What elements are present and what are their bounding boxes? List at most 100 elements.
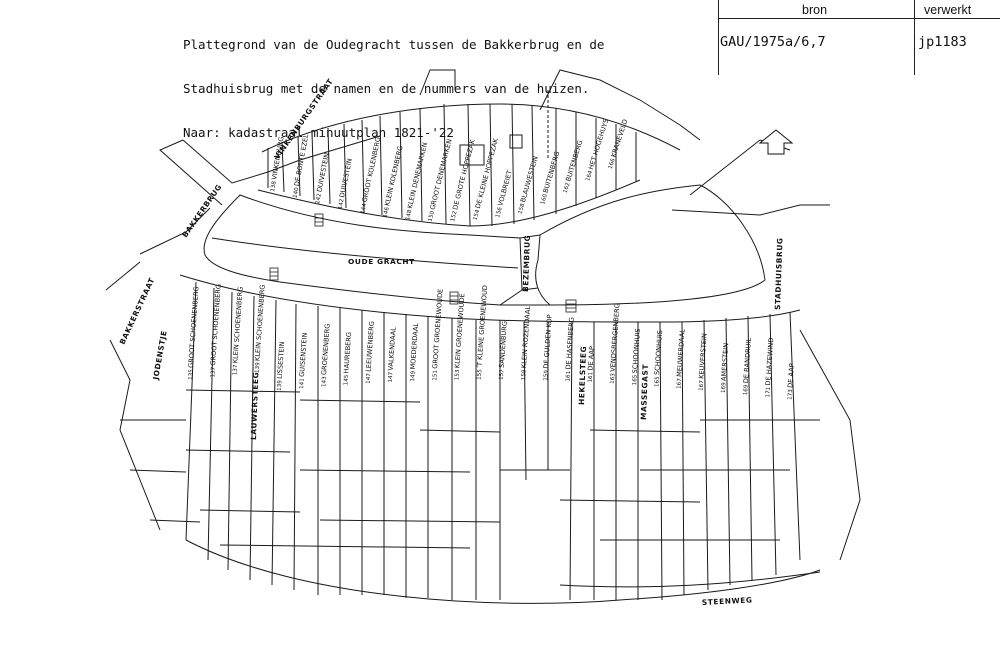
canal-west bbox=[203, 194, 523, 306]
quay-stairs bbox=[565, 299, 577, 313]
house-number: 167 bbox=[676, 378, 683, 390]
house-number: 145 bbox=[343, 374, 350, 386]
house-number: 143 bbox=[321, 376, 328, 388]
house-name: 'T KLEINE GROENEWOUD bbox=[475, 285, 489, 368]
house-number: 158 bbox=[518, 203, 527, 215]
quay-stairs bbox=[269, 267, 279, 281]
street-outline bbox=[419, 69, 456, 96]
house-name: DE GULDEN KOP bbox=[542, 314, 554, 369]
house-name: DE BONTE EZEL bbox=[293, 133, 311, 187]
street-oude-gracht: OUDE GRACHT bbox=[348, 257, 415, 266]
house-name: BLAUWESTEIN bbox=[519, 155, 540, 203]
south-cross-lines bbox=[120, 389, 820, 549]
verwerkt-value: jp1183 bbox=[918, 34, 967, 50]
house-number: 139 bbox=[255, 362, 262, 374]
house-name: KLEIN SCHOENENBERG bbox=[231, 287, 244, 364]
house-number: 162 bbox=[563, 182, 572, 194]
house-name: MEUWERDAAL bbox=[675, 329, 686, 378]
house-number: 137 bbox=[232, 364, 239, 376]
street-outline bbox=[182, 135, 381, 184]
house-name: SANDENBURG bbox=[498, 321, 509, 368]
house-number: 142 bbox=[315, 193, 323, 205]
quay-stairs bbox=[449, 291, 459, 305]
street-lauwersteeg: LAUWERSTEEG bbox=[249, 372, 260, 441]
house-name: GROOT KOLENBERG bbox=[361, 136, 383, 203]
house-name: GROENENBERG bbox=[320, 323, 332, 375]
street-outline bbox=[105, 261, 141, 291]
house-number: 166 bbox=[608, 157, 617, 169]
house-name: KLEIN ROZENDAAL bbox=[520, 305, 532, 368]
house-number: 173 bbox=[787, 389, 794, 401]
north-row-back bbox=[261, 103, 681, 153]
title-line-1: Plattegrond van de Oudegracht tussen de … bbox=[183, 37, 605, 53]
house-number: 154 bbox=[473, 209, 482, 221]
street-jodenstje: JODENSTJE bbox=[151, 330, 169, 382]
map-title: Plattegrond van de Oudegracht tussen de … bbox=[183, 9, 604, 155]
house-number: 153 bbox=[454, 369, 461, 381]
house-name: GROOT DENEMARKEN bbox=[429, 138, 454, 211]
street-outline bbox=[539, 69, 701, 141]
house-name: GROOT GROENEWOUDE bbox=[431, 289, 445, 369]
house-number: 157 bbox=[499, 369, 506, 381]
house-name: DUIVESTEIN bbox=[315, 152, 331, 193]
house-name: GROOT SCHOENENBERG bbox=[187, 286, 201, 368]
archive-reference-table: bron verwerkt GAU/1975a/6,7 jp1183 bbox=[718, 0, 1000, 75]
street-hekelsteeg: HEKELSTEEG bbox=[577, 346, 588, 406]
house-number: 149 bbox=[410, 370, 417, 382]
house-name: KEUVERSTEIN bbox=[697, 333, 708, 379]
courtyard bbox=[509, 134, 523, 149]
courtyard bbox=[459, 144, 485, 166]
house-number: 148 bbox=[405, 209, 413, 221]
back-boundary bbox=[185, 539, 821, 604]
house-name: GROOT SCHOENENBERG bbox=[209, 284, 223, 366]
table-divider bbox=[914, 0, 915, 75]
south-row-front bbox=[179, 274, 801, 323]
house-number: 160 bbox=[540, 193, 549, 205]
quay-stairs bbox=[314, 213, 324, 227]
house-name: DE KLEINE HOPPEZAK bbox=[474, 137, 500, 210]
house-name: DUIVESTEIN bbox=[338, 158, 354, 199]
canal-east bbox=[535, 184, 766, 306]
house-number: 171 bbox=[765, 386, 772, 398]
house-number: 137 bbox=[210, 366, 217, 378]
house-number: 161 bbox=[565, 370, 572, 382]
house-name: KLEIN DENEMARKEN bbox=[406, 142, 429, 210]
house-name: SCHOONHUIS bbox=[631, 328, 642, 373]
house-number: 142 bbox=[338, 198, 346, 210]
house-name: BUITENBERG bbox=[564, 139, 584, 182]
house-number: 141 bbox=[299, 378, 306, 390]
house-name: DE HASENBERG bbox=[564, 317, 576, 370]
house-name: VOLBREIET bbox=[496, 169, 514, 207]
table-divider bbox=[718, 0, 719, 75]
house-name: DE AAP bbox=[786, 363, 796, 388]
house-number: 159 bbox=[521, 369, 528, 381]
canal-west-quay bbox=[211, 237, 519, 269]
house-name: AMERSTEIN bbox=[720, 343, 731, 382]
house-number: 164 bbox=[585, 170, 594, 182]
house-number: 155 bbox=[477, 369, 484, 381]
